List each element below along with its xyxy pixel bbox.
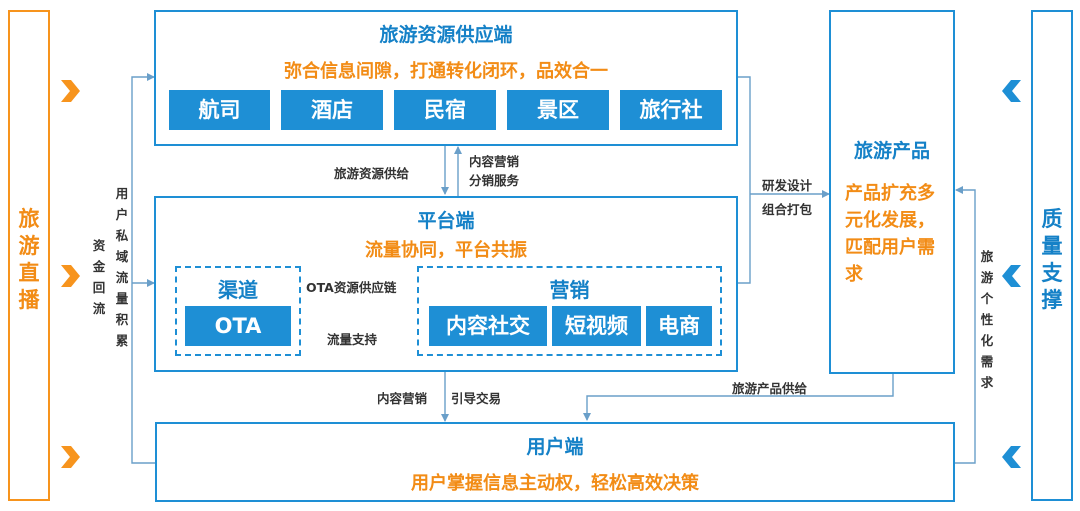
supply-title: 旅游资源供应端 <box>379 24 513 46</box>
chevron-right-icon <box>61 80 80 102</box>
label-content-marketing-bottom: 内容营销 <box>377 391 428 406</box>
label-guide-trade: 引导交易 <box>451 391 502 406</box>
user-subtitle: 用户掌握信息主动权，轻松高效决策 <box>411 473 699 494</box>
label-personalized-demand: 旅游个性化需求 <box>980 249 994 390</box>
label-product-supply: 旅游产品供给 <box>732 381 808 396</box>
marketing-item-content-social: 内容社交 <box>429 306 547 346</box>
supply-subtitle: 弥合信息间隙，打通转化闭环，品效合一 <box>284 61 608 82</box>
label-ota-supply-chain: OTA资源供应链 <box>306 280 397 295</box>
supply-item-travel-agency: 旅行社 <box>620 90 722 130</box>
product-text: 产品扩充多元化发展，匹配用户需求 <box>845 183 935 285</box>
label-content-marketing-top: 内容营销 <box>469 154 520 169</box>
platform-box: 平台端 流量协同，平台共振 渠道 OTA 营销 内容社交 短视频 电商 <box>154 196 738 372</box>
supply-item-hotel: 酒店 <box>281 90 383 130</box>
channel-item-ota: OTA <box>185 306 291 346</box>
chevron-right-icon <box>61 265 80 287</box>
marketing-title: 营销 <box>549 278 590 302</box>
marketing-box: 营销 内容社交 短视频 电商 <box>417 266 722 356</box>
user-box: 用户端 用户掌握信息主动权，轻松高效决策 <box>155 422 955 502</box>
chevron-left-icon <box>1002 265 1021 287</box>
product-title: 旅游产品 <box>853 140 930 162</box>
label-bundle: 组合打包 <box>762 202 813 217</box>
platform-subtitle: 流量协同，平台共振 <box>365 240 527 261</box>
chevron-right-icon <box>61 446 80 468</box>
supply-item-homestay: 民宿 <box>394 90 496 130</box>
chevron-left-icon <box>1002 80 1021 102</box>
supply-item-airline: 航司 <box>169 90 270 130</box>
supply-item-scenic: 景区 <box>507 90 609 130</box>
marketing-item-ecommerce: 电商 <box>646 306 712 346</box>
platform-title: 平台端 <box>417 210 475 232</box>
right-panel: 质量支撑 <box>1031 10 1073 501</box>
label-traffic-support: 流量支持 <box>327 332 378 347</box>
label-user-private-traffic: 用户私域流量积累 <box>115 186 129 348</box>
channel-box: 渠道 OTA <box>175 266 301 356</box>
marketing-item-short-video: 短视频 <box>552 306 641 346</box>
product-box: 旅游产品 产品扩充多元化发展，匹配用户需求 <box>829 10 955 374</box>
user-title: 用户端 <box>526 436 584 458</box>
left-panel: 旅游直播 <box>8 10 50 501</box>
label-capital-return: 资金回流 <box>92 238 106 316</box>
label-resource-supply: 旅游资源供给 <box>334 166 410 181</box>
supply-box: 旅游资源供应端 弥合信息间隙，打通转化闭环，品效合一 航司 酒店 民宿 景区 旅… <box>154 10 738 146</box>
left-panel-label: 旅游直播 <box>18 207 40 312</box>
channel-title: 渠道 <box>218 278 258 302</box>
right-panel-label: 质量支撑 <box>1041 207 1063 312</box>
label-rd-design: 研发设计 <box>762 178 813 193</box>
chevron-left-icon <box>1002 446 1021 468</box>
label-distribution-service: 分销服务 <box>469 173 520 188</box>
